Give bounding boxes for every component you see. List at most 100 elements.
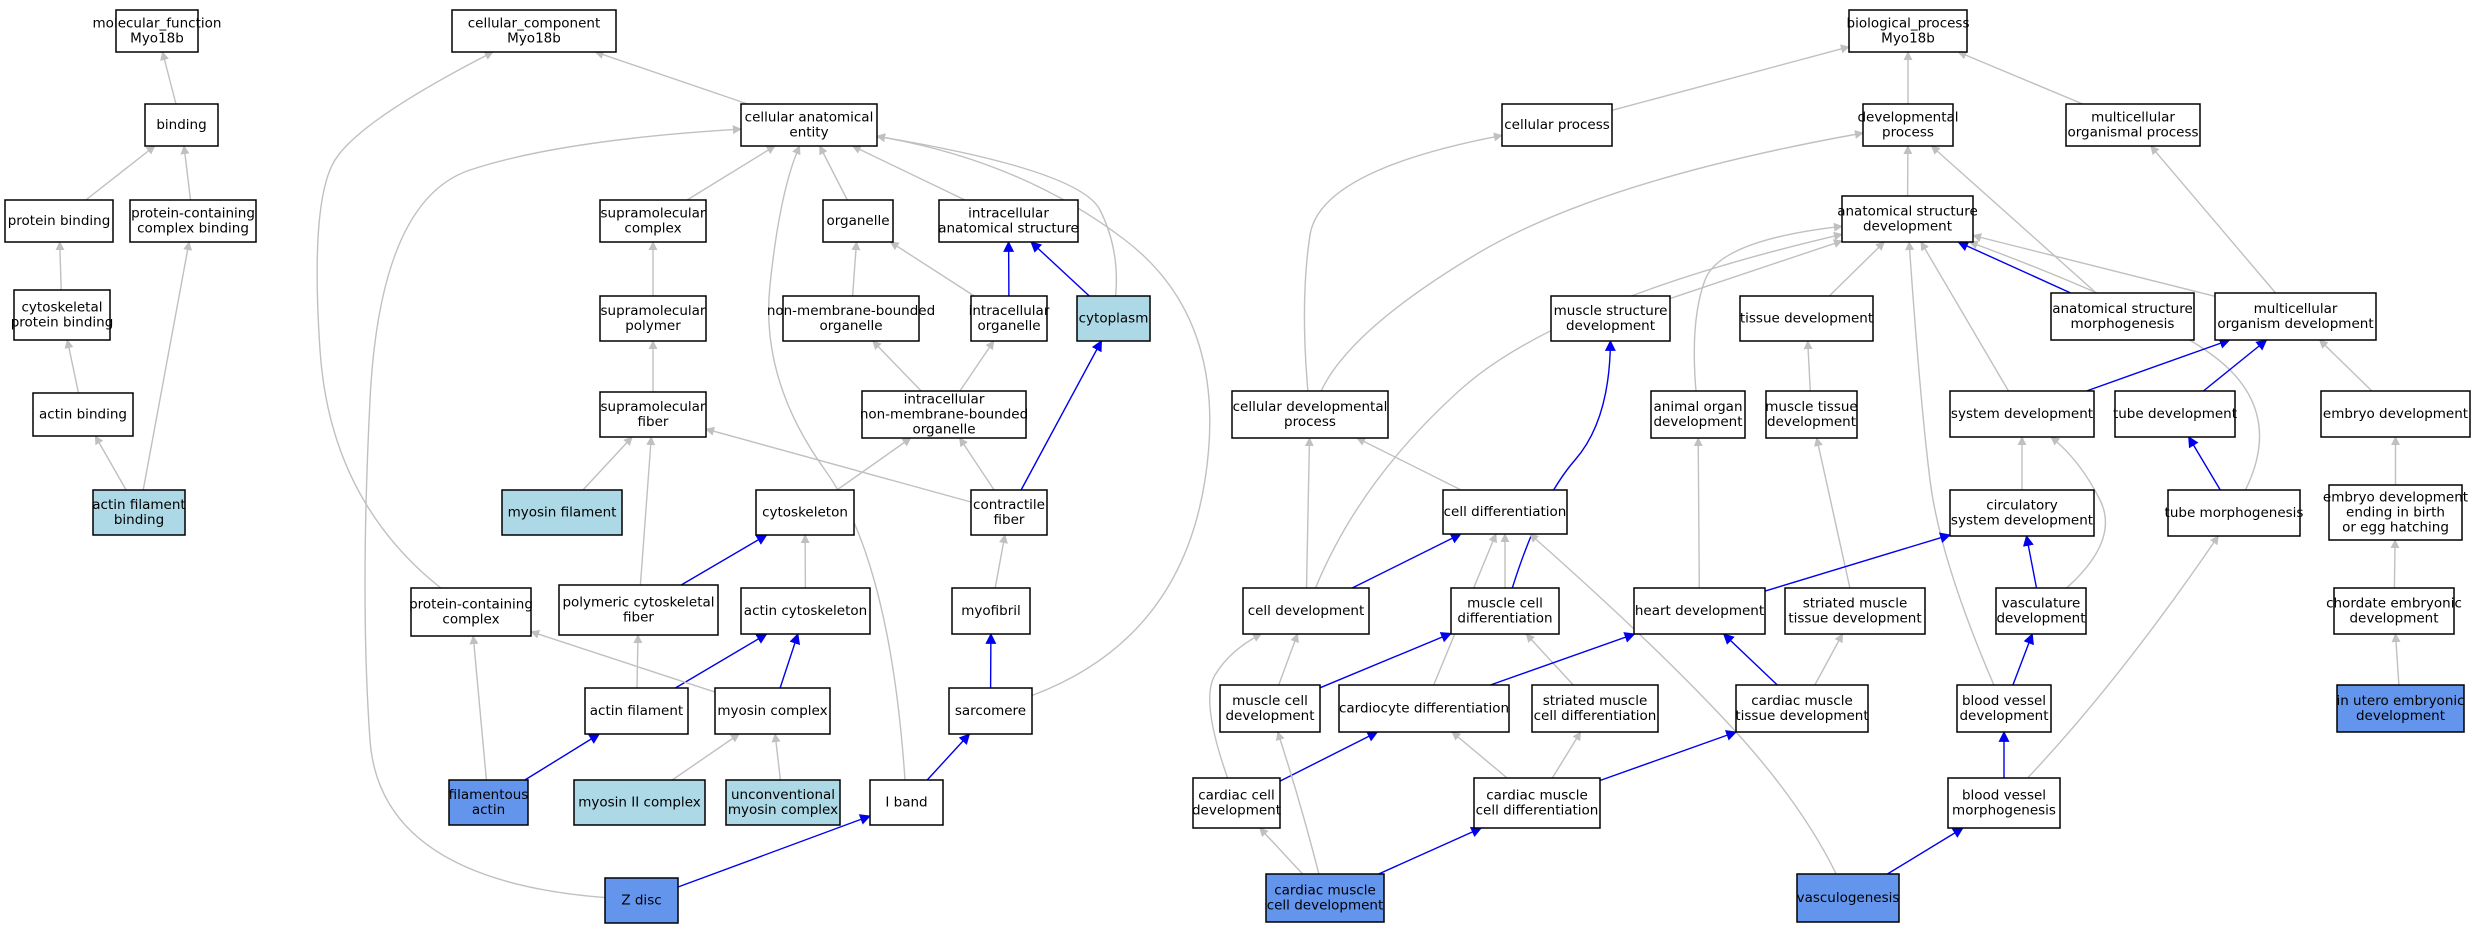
node-actin-filament[interactable]: actin filament — [584, 687, 689, 735]
node-sarcomere[interactable]: sarcomere — [948, 687, 1033, 735]
node-vasculogenesis[interactable]: vasculogenesis — [1796, 873, 1900, 923]
node-label: molecular_function — [93, 16, 222, 32]
edge-myosin_ii_complex-to-myosin_complex — [671, 733, 740, 781]
edge-system_development-to-anatomical_structure_development — [1920, 241, 2010, 392]
edge-cytoplasm-to-cellular_anatomical_entity — [876, 133, 1118, 297]
node-organelle[interactable]: organelle — [822, 199, 894, 243]
node-myofibril[interactable]: myofibril — [951, 587, 1031, 635]
node-label: binding — [114, 512, 164, 528]
edge-cardiac_muscle_cell_development-to-cardiac_cell_development — [1259, 827, 1304, 875]
edge-myofibril-to-contractile_fiber — [994, 534, 1008, 589]
node-cytoplasm[interactable]: cytoplasm — [1076, 295, 1151, 342]
edge-myosin_complex-to-actin_cytoskeleton — [779, 632, 801, 689]
node-label: tube development — [2113, 406, 2237, 422]
node-cellular-process[interactable]: cellular process — [1501, 103, 1613, 147]
node-cell-development[interactable]: cell development — [1242, 587, 1370, 635]
node-box — [861, 390, 1027, 439]
node-label: unconventional — [731, 787, 835, 803]
node-cell-differentiation[interactable]: cell differentiation — [1442, 489, 1568, 535]
node-myosin-ii-complex[interactable]: myosin II complex — [573, 779, 706, 826]
node-tube-development[interactable]: tube development — [2113, 390, 2237, 438]
node-label: striated muscle — [1543, 693, 1648, 709]
node-box — [822, 199, 894, 243]
node-box — [970, 295, 1048, 342]
node-box — [1633, 587, 1766, 635]
node-myosin-filament[interactable]: myosin filament — [501, 489, 623, 536]
node-label: chordate embryonic — [2326, 596, 2462, 612]
node-box — [1949, 489, 2095, 537]
node-label: tissue development — [1740, 311, 1873, 327]
node-label: complex — [442, 612, 499, 628]
node-label: anatomical structure — [938, 221, 1079, 237]
node-embryo-development[interactable]: embryo development — [2320, 390, 2471, 438]
edge-organelle-to-cellular_anatomical_entity — [819, 145, 848, 201]
edge-blood_vessel_development-to-anatomical_structure_development — [1905, 241, 1995, 686]
node-heart-development[interactable]: heart development — [1633, 587, 1766, 635]
edge-intracellular_organelle-to-organelle — [889, 241, 975, 297]
node-label: development — [1566, 318, 1655, 334]
node-label: vasculature — [2002, 596, 2081, 612]
node-actin-cytoskeleton[interactable]: actin cytoskeleton — [740, 587, 871, 635]
node-box — [869, 779, 944, 826]
edge-cardiac_muscle_cell_differentiation-to-cardiac_muscle_tissue_development — [1599, 730, 1738, 782]
edge-cardiac_muscle_cell_development-to-muscle_cell_development — [1275, 731, 1320, 875]
node-cytoskeleton[interactable]: cytoskeleton — [755, 489, 855, 536]
node-intracellular-non-membrane-bounded-organelle[interactable]: intracellularnon-membrane-boundedorganel… — [860, 390, 1028, 439]
node-myosin-complex[interactable]: myosin complex — [714, 687, 831, 735]
node-system-development[interactable]: system development — [1949, 390, 2095, 438]
node-actin-binding[interactable]: actin binding — [32, 392, 134, 437]
node-tube-morphogenesis[interactable]: tube morphogenesis — [2165, 489, 2304, 537]
node-box — [448, 779, 529, 826]
node-cardiocyte-differentiation[interactable]: cardiocyte differentiation — [1338, 684, 1510, 733]
node-z-disc[interactable]: Z disc — [604, 877, 679, 924]
node-tissue-development[interactable]: tissue development — [1739, 295, 1874, 342]
node-i-band[interactable]: I band — [869, 779, 944, 826]
edge-cytoplasm-to-intracellular_anatomical_structure — [1030, 241, 1090, 297]
node-binding[interactable]: binding — [144, 103, 219, 147]
node-protein-binding[interactable]: protein binding — [4, 199, 114, 243]
node-label: contractile — [973, 497, 1045, 513]
